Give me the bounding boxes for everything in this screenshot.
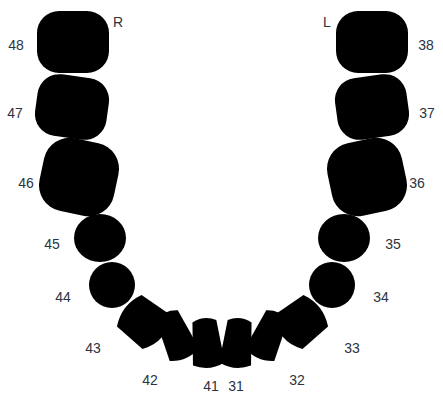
tooth-number: 31 [228, 379, 244, 393]
tooth-number: 34 [373, 290, 389, 304]
tooth-number: 46 [18, 176, 34, 190]
tooth-number: 42 [142, 373, 158, 387]
tooth-number: 41 [203, 379, 219, 393]
tooth-number: 32 [289, 373, 305, 387]
tooth-outlines [32, 11, 412, 370]
tooth-number: 44 [55, 290, 71, 304]
side-label: L [323, 15, 331, 29]
tooth-number: 33 [344, 341, 360, 355]
tooth-number: 43 [85, 341, 101, 355]
tooth-number: 38 [418, 38, 434, 52]
tooth-number: 48 [8, 38, 24, 52]
side-label: R [113, 15, 123, 29]
tooth-number: 37 [419, 106, 435, 120]
tooth-number: 35 [385, 237, 401, 251]
tooth-number: 45 [44, 237, 60, 251]
tooth-number: 36 [409, 176, 425, 190]
tooth-number: 47 [7, 106, 23, 120]
